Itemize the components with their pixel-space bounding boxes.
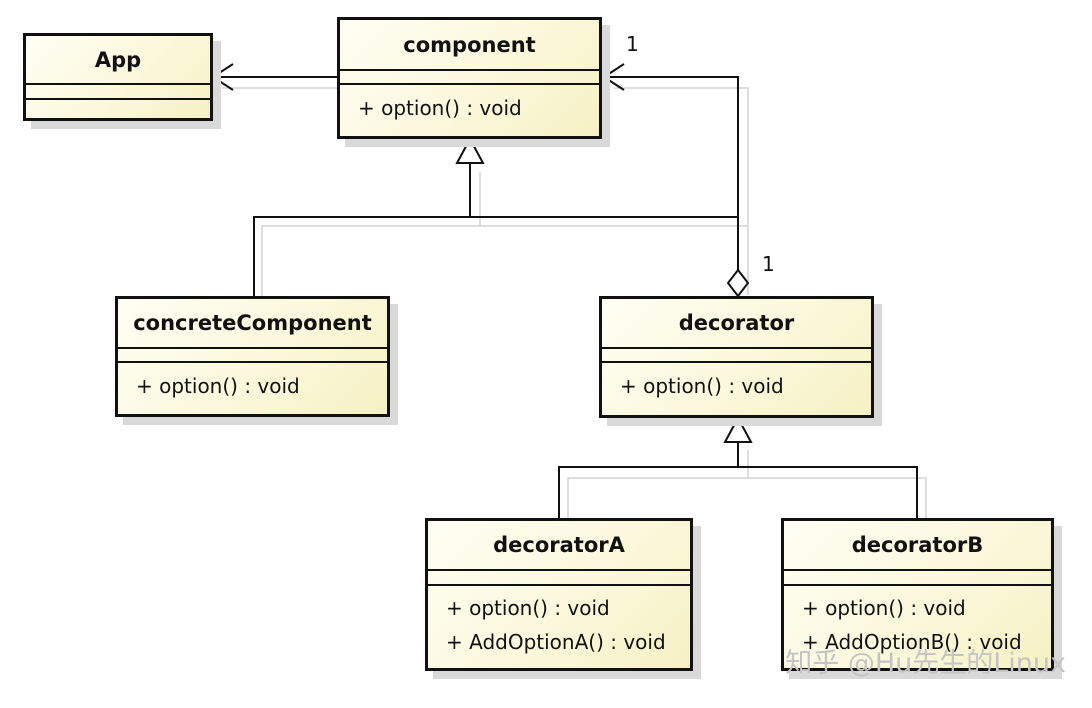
class-component: component + option() : void bbox=[337, 17, 602, 139]
class-operations: + option() : void bbox=[602, 363, 871, 403]
class-decorator: decorator + option() : void bbox=[599, 296, 874, 418]
class-name: decorator bbox=[602, 299, 871, 349]
class-operations: + option() : void bbox=[118, 363, 387, 403]
multiplicity-component-end: 1 bbox=[626, 32, 639, 56]
class-decorator-b: decoratorB + option() : void + AddOption… bbox=[781, 518, 1054, 671]
class-name: decoratorA bbox=[428, 521, 690, 571]
class-attributes bbox=[118, 349, 387, 363]
class-name: App bbox=[26, 36, 210, 85]
operation: + option() : void bbox=[620, 374, 784, 398]
operation: + option() : void bbox=[446, 596, 610, 620]
class-attributes bbox=[428, 571, 690, 586]
aggregation-diamond bbox=[726, 268, 750, 298]
operation: + option() : void bbox=[358, 96, 522, 120]
generalization-decorator bbox=[558, 442, 918, 518]
class-attributes bbox=[784, 571, 1051, 586]
watermark: 知乎 @Hu先生的Linux bbox=[785, 648, 1066, 679]
class-name: component bbox=[340, 20, 599, 71]
class-operations: + option() : void bbox=[340, 85, 599, 125]
class-operations: + option() : void + AddOptionB() : void bbox=[784, 586, 1051, 659]
multiplicity-decorator-end: 1 bbox=[762, 252, 775, 276]
class-decorator-a: decoratorA + option() : void + AddOption… bbox=[425, 518, 693, 671]
operation: + option() : void bbox=[802, 596, 966, 620]
operation: + option() : void bbox=[136, 374, 300, 398]
class-attributes bbox=[340, 71, 599, 85]
class-concrete-component: concreteComponent + option() : void bbox=[115, 296, 390, 417]
aggregation-decorator-component bbox=[602, 63, 739, 270]
class-operations bbox=[26, 100, 210, 118]
class-name: concreteComponent bbox=[118, 299, 387, 349]
inheritance-triangle-decorator bbox=[723, 415, 753, 443]
class-app: App bbox=[23, 33, 213, 121]
operation: + AddOptionA() : void bbox=[446, 630, 666, 654]
class-name: decoratorB bbox=[784, 521, 1051, 571]
class-attributes bbox=[602, 349, 871, 363]
class-operations: + option() : void + AddOptionA() : void bbox=[428, 586, 690, 659]
dependency-app-component bbox=[211, 63, 337, 91]
inheritance-triangle-component bbox=[455, 136, 485, 164]
generalization-component bbox=[253, 163, 738, 296]
class-attributes bbox=[26, 85, 210, 100]
operation: + AddOptionB() : void bbox=[802, 630, 1022, 654]
